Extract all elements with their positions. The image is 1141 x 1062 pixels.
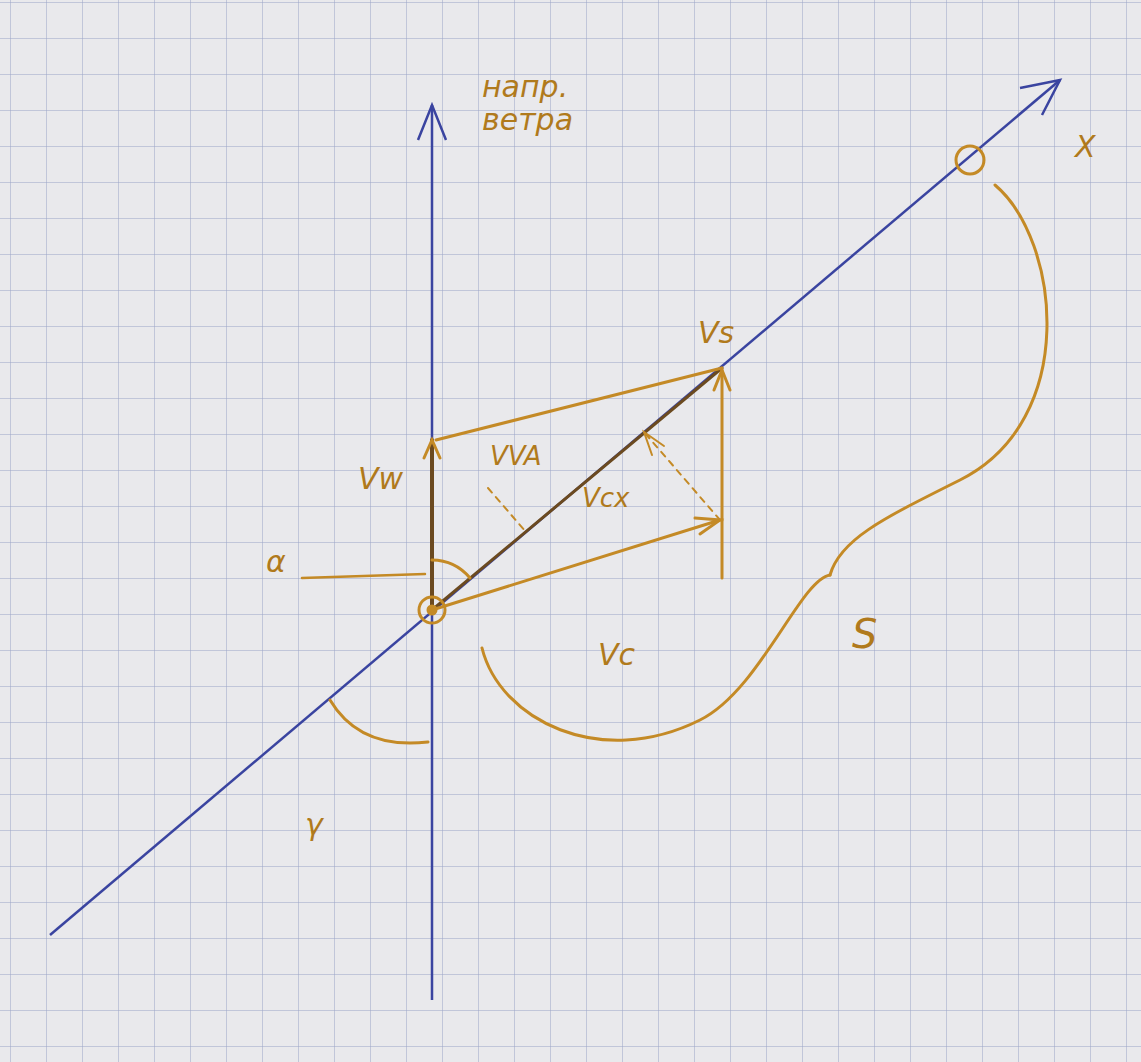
vector-name: VVA [490, 442, 542, 471]
axes [50, 80, 1060, 1000]
vector-name: Vc [598, 638, 635, 671]
vector-name: Vs [698, 316, 734, 349]
vector-name: Vcx [582, 484, 629, 513]
vectors [302, 146, 1047, 743]
angle-name: α [266, 545, 286, 578]
wind-direction-note: напр. ветра [482, 70, 602, 136]
axis-name: X [1075, 130, 1096, 163]
distance-name: S [852, 612, 877, 656]
angle-name: γ [305, 808, 323, 841]
vector-name: Vw [358, 462, 403, 495]
